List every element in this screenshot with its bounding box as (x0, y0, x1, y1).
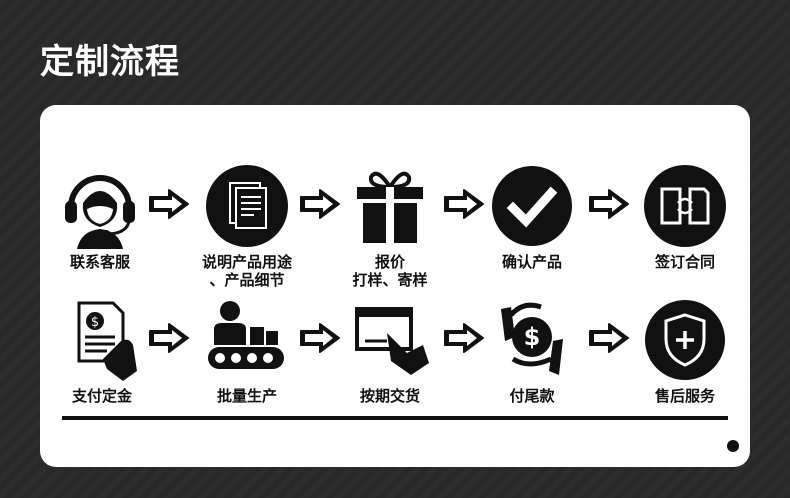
step-label: 按期交货 (359, 387, 420, 405)
step-sign-contract: 签订合同 (620, 163, 750, 271)
step-quote-sample: 报价 打样、寄样 (325, 163, 455, 289)
step-label: 支付定金 (71, 387, 132, 405)
documents-icon (206, 165, 288, 247)
step-pay-balance: $ 付尾款 (467, 297, 597, 405)
arrow-right-icon (589, 323, 629, 353)
step-label: 售后服务 (654, 387, 715, 405)
divider-line (62, 416, 728, 420)
process-card: 联系客服 说明产品用途 、产品细节 报价 打样、寄样 (40, 105, 750, 467)
arrow-right-icon (149, 323, 189, 353)
arrow-right-icon (444, 189, 484, 219)
money-hands-icon: $ (501, 302, 563, 375)
checkmark-circle-icon (492, 166, 572, 246)
arrow-right-icon (589, 189, 629, 219)
step-label: 签订合同 (654, 253, 715, 271)
step-mass-production: 批量生产 (182, 297, 312, 405)
arrow-right-icon (300, 323, 340, 353)
step-label: 付尾款 (509, 387, 555, 405)
arrow-right-icon (149, 189, 189, 219)
contract-exchange-icon (644, 165, 726, 247)
arrow-right-icon (444, 323, 484, 353)
delivery-hand-icon (355, 307, 429, 375)
step-label: 批量生产 (216, 387, 277, 405)
svg-text:$: $ (524, 323, 541, 351)
step-contact-service: 联系客服 (35, 163, 165, 271)
pagination-dot[interactable] (727, 440, 739, 452)
shield-plus-icon (645, 300, 725, 380)
step-label: 报价 打样、寄样 (352, 253, 428, 289)
svg-text:$: $ (91, 315, 99, 330)
step-describe-product: 说明产品用途 、产品细节 (182, 163, 312, 289)
step-confirm-product: 确认产品 (467, 163, 597, 271)
arrow-right-icon (300, 189, 340, 219)
page-title: 定制流程 (40, 42, 180, 82)
step-after-sales: 售后服务 (620, 297, 750, 405)
step-pay-deposit: $ 支付定金 (37, 297, 167, 405)
payment-invoice-icon: $ (77, 301, 137, 381)
customer-service-headset-icon (65, 175, 135, 249)
step-label: 联系客服 (69, 253, 130, 271)
step-on-time-delivery: 按期交货 (325, 297, 455, 405)
step-label: 确认产品 (501, 253, 562, 271)
conveyor-production-icon (208, 301, 284, 369)
gift-box-icon (357, 171, 423, 243)
step-label: 说明产品用途 、产品细节 (201, 253, 292, 289)
